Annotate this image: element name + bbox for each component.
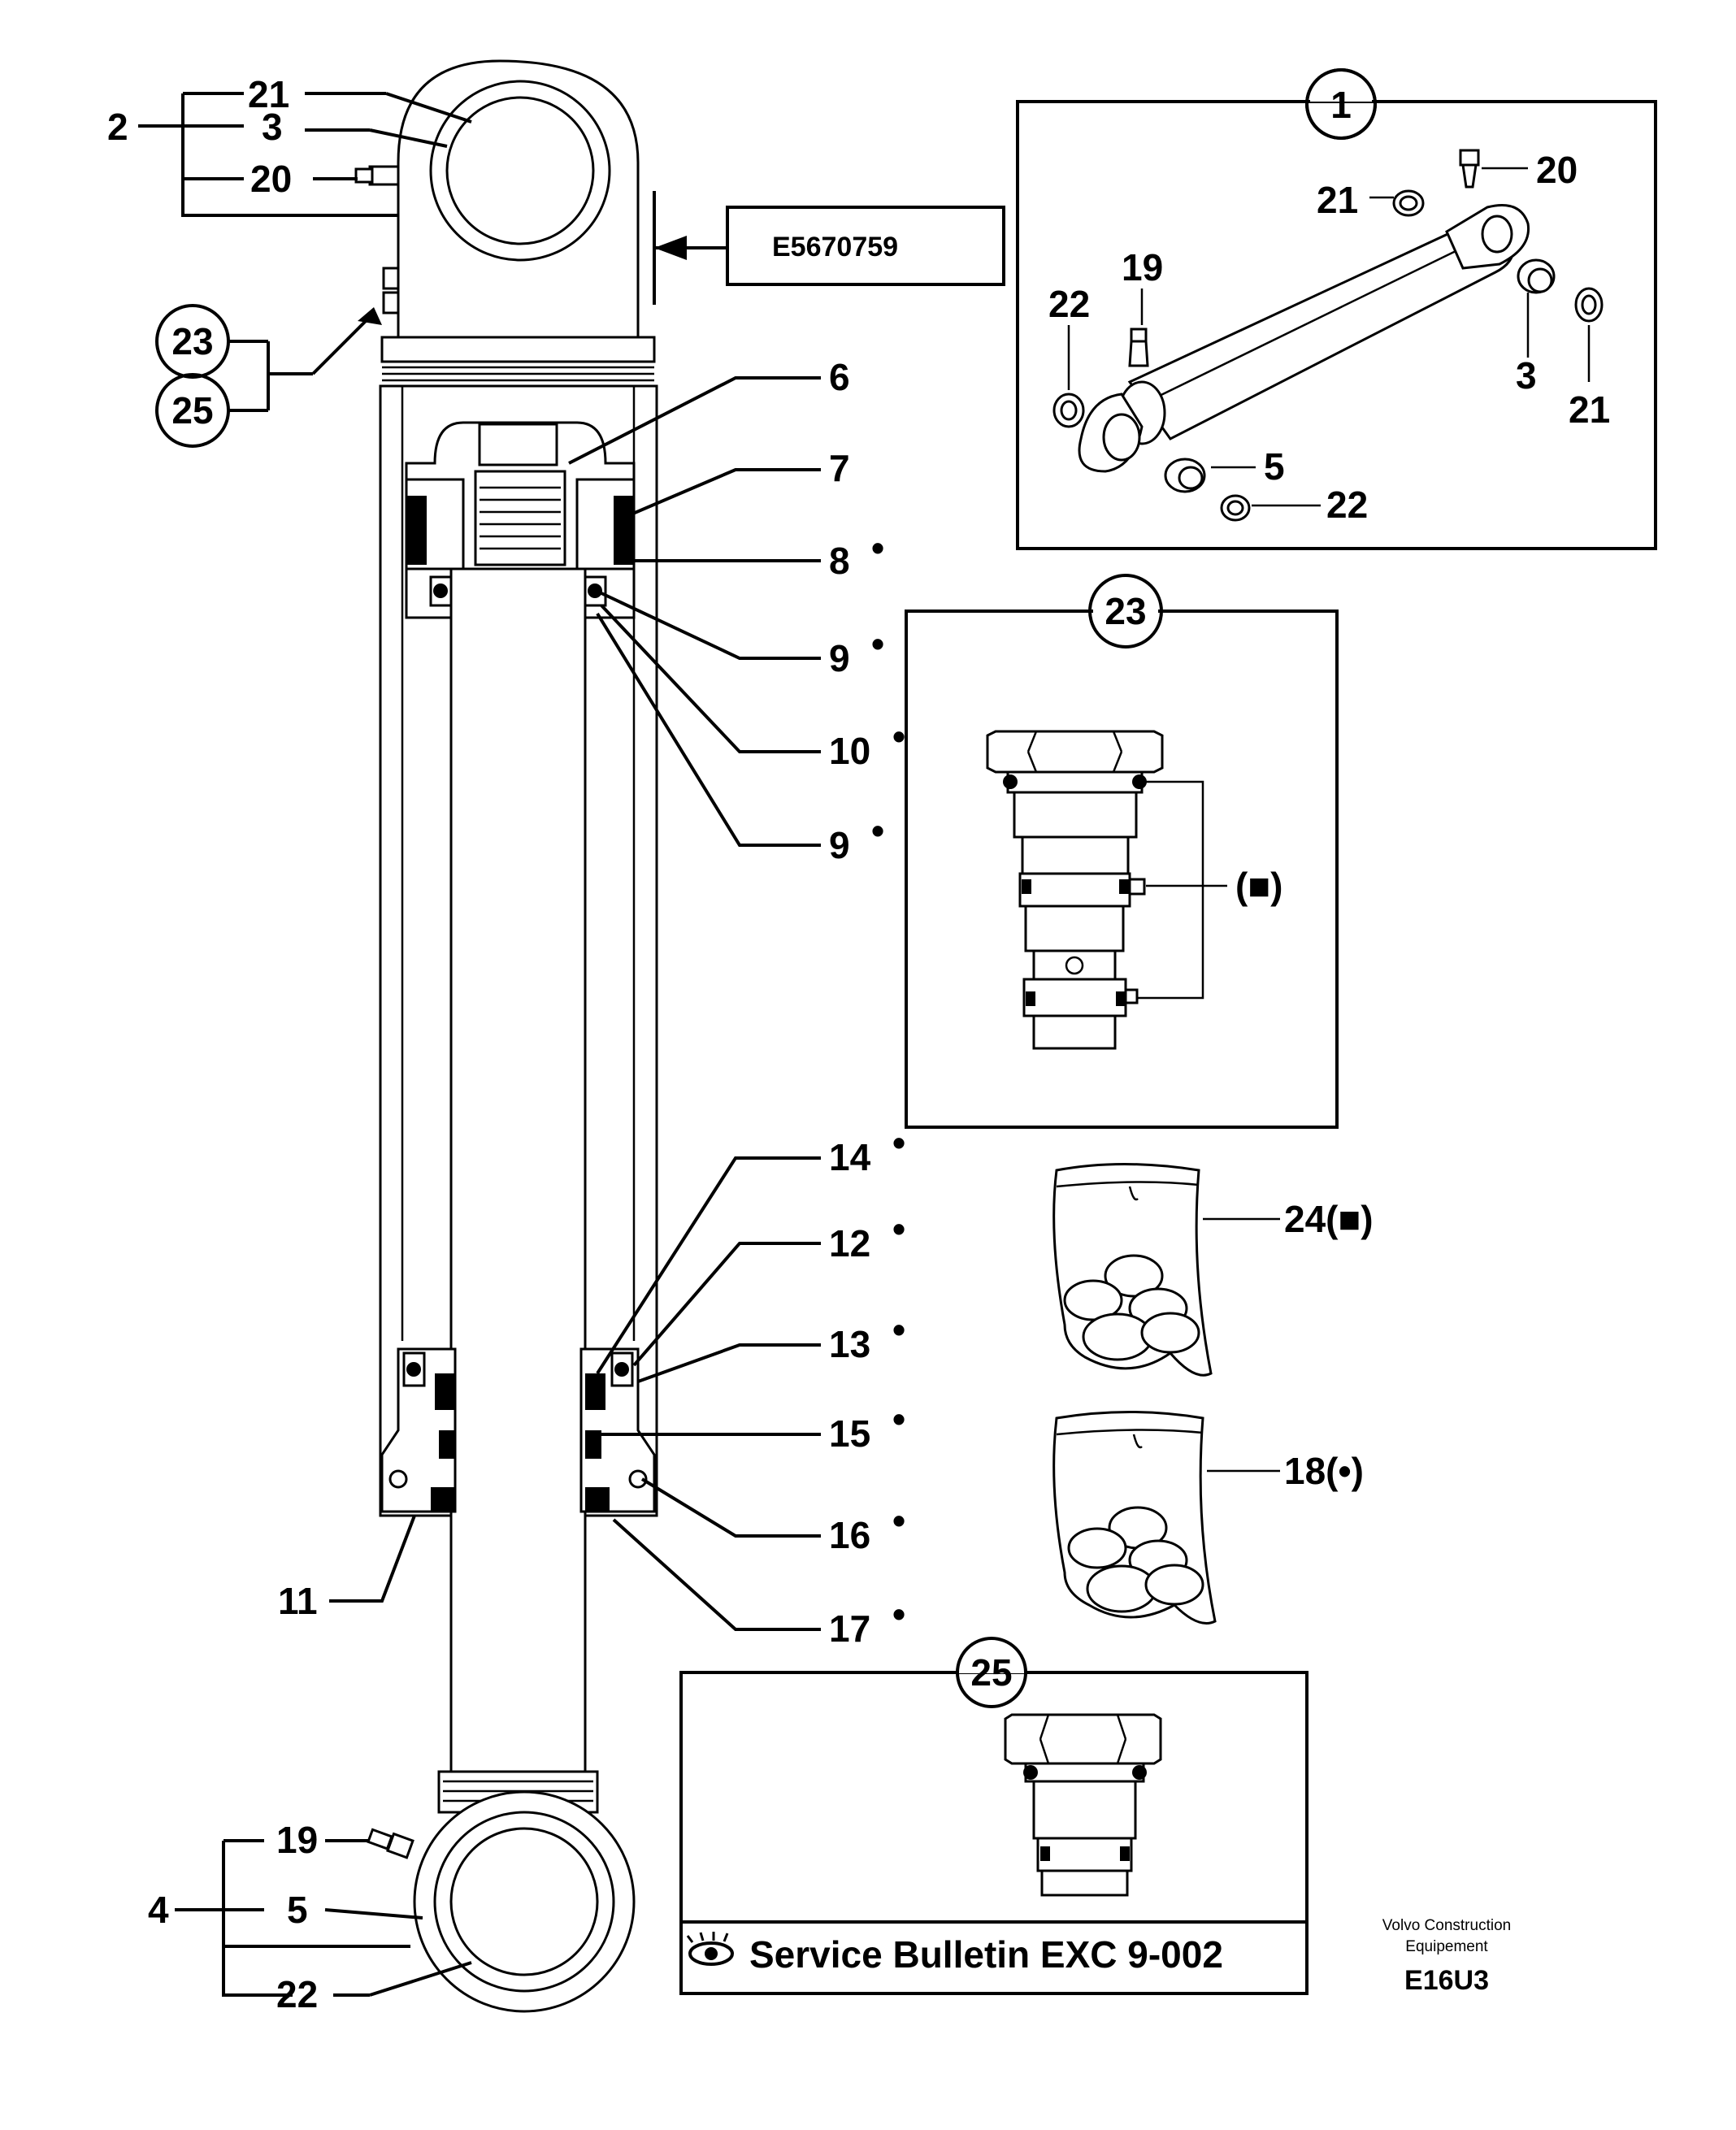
maker-line-2: Equipement	[1405, 1938, 1488, 1955]
callout-16: 16	[829, 1514, 870, 1556]
svg-text:25: 25	[171, 389, 213, 432]
callout-2: 2	[107, 106, 128, 148]
inset-1-label-21b: 21	[1569, 388, 1610, 431]
callout-5: 5	[287, 1889, 308, 1931]
ref-code: E5670759	[772, 232, 898, 262]
bullet-14: •	[892, 1121, 905, 1164]
inset-25: 25 Service Bulletin EXC 9-002	[679, 1637, 1309, 1995]
inset-1-label-21a: 21	[1317, 179, 1358, 221]
inset-1-label-3: 3	[1516, 354, 1537, 397]
inset-1-label-22b: 22	[1326, 484, 1368, 526]
figure-code: E16U3	[1404, 1965, 1489, 1996]
callout-18: 18(•)	[1284, 1450, 1364, 1492]
seal-kit-18: 18(•)	[1052, 1411, 1364, 1625]
service-bulletin: Service Bulletin EXC 9-002	[749, 1933, 1223, 1976]
callout-11: 11	[278, 1580, 318, 1622]
bullet-8: •	[871, 527, 884, 569]
callout-22: 22	[276, 1973, 318, 2015]
maker-line-1: Volvo Construction	[1382, 1917, 1511, 1934]
inset-1-label-22a: 22	[1048, 283, 1090, 325]
svg-text:23: 23	[171, 320, 213, 362]
inset-1-title: 1	[1330, 84, 1352, 126]
callout-6: 6	[829, 356, 850, 398]
circled-23-left: 23	[155, 304, 230, 379]
bullet-10: •	[892, 715, 905, 757]
callout-13: 13	[829, 1323, 870, 1365]
bullet-15: •	[892, 1398, 905, 1440]
main-cylinder	[354, 59, 658, 2013]
eye-icon	[686, 1932, 734, 1966]
callout-9a: 9	[829, 637, 850, 679]
bullet-17: •	[892, 1593, 905, 1635]
inset-1-label-5: 5	[1264, 445, 1285, 488]
bullet-9b: •	[871, 809, 884, 852]
bullet-9a: •	[871, 623, 884, 665]
callout-15: 15	[829, 1412, 870, 1455]
callout-7: 7	[829, 447, 850, 489]
callout-12: 12	[829, 1222, 870, 1265]
callout-17: 17	[829, 1607, 870, 1650]
callout-19: 19	[276, 1819, 318, 1861]
inset-25-title: 25	[970, 1651, 1012, 1694]
ref-code-box	[726, 206, 1005, 286]
leader-lines	[138, 92, 821, 1997]
bullet-16: •	[892, 1499, 905, 1542]
circled-25-left: 25	[155, 373, 230, 448]
callout-3: 3	[262, 106, 283, 148]
callout-4: 4	[148, 1889, 169, 1931]
inset-1: 1	[1016, 68, 1657, 550]
callout-10: 10	[829, 730, 870, 772]
inset-23: 23 (■)	[905, 574, 1339, 1129]
callout-21: 21	[248, 73, 289, 115]
callout-20: 20	[250, 158, 292, 200]
bullet-12: •	[892, 1208, 905, 1250]
inset-23-title: 23	[1105, 590, 1146, 632]
inset-23-marker: (■)	[1235, 865, 1282, 907]
callout-8: 8	[829, 540, 850, 582]
callout-14: 14	[829, 1136, 871, 1178]
inset-1-label-20: 20	[1536, 149, 1578, 191]
callout-9b: 9	[829, 824, 850, 866]
seal-kit-24: 24(■)	[1052, 1163, 1374, 1377]
bullet-13: •	[892, 1308, 905, 1351]
callout-24: 24(■)	[1284, 1198, 1374, 1240]
inset-1-label-19: 19	[1122, 246, 1163, 288]
